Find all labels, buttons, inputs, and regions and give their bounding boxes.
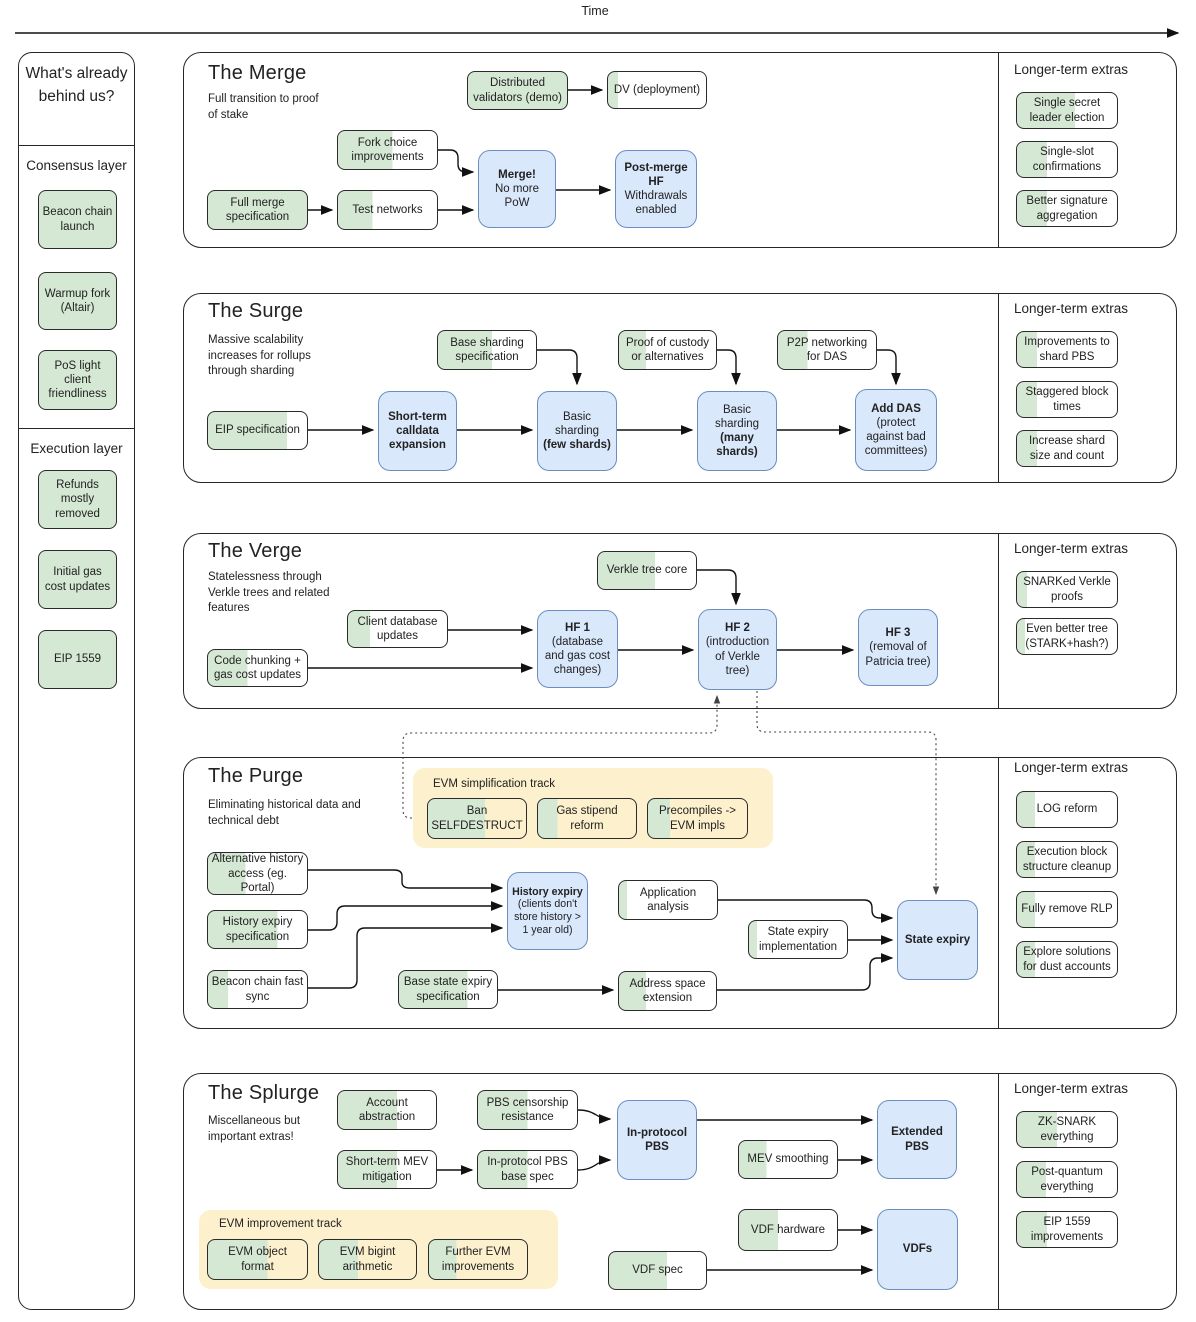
purge-subtitle: Eliminating historical data and technica… — [208, 799, 361, 827]
node-hf1: HF 1(database and gas cost changes) — [537, 610, 618, 688]
node-distributed-validators: Distributed validators (demo) — [467, 71, 568, 110]
extra-eip-1559-improvements: EIP 1559 improvements — [1016, 1211, 1118, 1248]
timeline-label: Time — [581, 4, 609, 18]
node-full-merge-specification: Full merge specification — [207, 190, 308, 230]
extra-better-signature-aggregation: Better signature aggregation — [1016, 190, 1118, 227]
extra-fully-remove-rlp: Fully remove RLP — [1016, 891, 1118, 928]
node-warmup-fork-altair: Warmup fork (Altair) — [38, 272, 117, 330]
extra-improvements-shard-pbs: Improvements to shard PBS — [1016, 331, 1118, 368]
surge-subtitle: Massive scalability increases for rollup… — [208, 334, 311, 378]
node-hf3: HF 3(removal of Patricia tree) — [858, 609, 938, 686]
section-the-merge — [183, 52, 1177, 248]
node-eip-specification: EIP specification — [207, 411, 308, 450]
node-further-evm-improvements: Further EVM improvements — [428, 1239, 528, 1280]
extra-even-better-tree: Even better tree (STARK+hash?) — [1016, 618, 1118, 655]
sidebar-behind-us — [18, 52, 135, 1310]
node-base-state-expiry-spec: Base state expiry specification — [398, 970, 498, 1009]
merge-subtitle: Full transition to proof of stake — [208, 93, 319, 121]
node-add-das: Add DAS(protect against bad committees) — [855, 389, 937, 471]
node-hf2: HF 2(introduction of Verkle tree) — [698, 609, 777, 690]
extra-increase-shard-size: Increase shard size and count — [1016, 430, 1118, 467]
extra-staggered-block-times: Staggered block times — [1016, 381, 1118, 418]
node-mev-smoothing: MEV smoothing — [738, 1140, 838, 1179]
node-merge-milestone: Merge!No more PoW — [478, 150, 556, 228]
node-address-space-extension: Address space extension — [618, 971, 717, 1011]
node-code-chunking: Code chunking + gas cost updates — [207, 649, 308, 687]
purge-title: The Purge — [208, 765, 304, 787]
node-fork-choice-improvements: Fork choice improvements — [337, 130, 438, 170]
node-short-term-calldata-expansion: Short-term calldata expansion — [378, 391, 457, 471]
splurge-subtitle: Miscellaneous but important extras! — [208, 1115, 301, 1143]
node-refunds-removed: Refunds mostly removed — [38, 470, 117, 529]
extra-snarked-verkle-proofs: SNARKed Verkle proofs — [1016, 571, 1118, 608]
node-account-abstraction: Account abstraction — [337, 1090, 437, 1130]
evm-simplification-track-label: EVM simplification track — [433, 778, 556, 790]
surge-title: The Surge — [208, 300, 304, 322]
node-pos-light-client: PoS light client friendliness — [38, 350, 117, 410]
node-history-expiry: History expiry(clients don't store histo… — [507, 872, 588, 950]
node-beacon-chain-launch: Beacon chain launch — [38, 190, 117, 249]
consensus-layer-heading: Consensus layer — [26, 158, 127, 173]
extra-zk-snark-everything: ZK-SNARK everything — [1016, 1111, 1118, 1148]
node-short-term-mev-mitigation: Short-term MEV mitigation — [337, 1150, 437, 1189]
surge-extras-title: Longer-term extras — [1014, 301, 1129, 316]
merge-extras-divider — [998, 53, 999, 247]
section-the-surge — [183, 293, 1177, 483]
splurge-extras-title: Longer-term extras — [1014, 1081, 1129, 1096]
node-vdf-spec: VDF spec — [608, 1251, 707, 1290]
node-base-sharding-specification: Base sharding specification — [437, 330, 537, 370]
node-alternative-history-access: Alternative history access (eg. Portal) — [207, 852, 308, 895]
node-beacon-chain-fast-sync: Beacon chain fast sync — [207, 970, 308, 1009]
node-basic-sharding-few: Basic sharding(few shards) — [537, 391, 617, 471]
node-history-expiry-specification: History expiry specification — [207, 910, 308, 949]
splurge-title: The Splurge — [208, 1082, 320, 1104]
node-in-protocol-pbs-base-spec: In-protocol PBS base spec — [477, 1150, 578, 1189]
purge-extras-title: Longer-term extras — [1014, 760, 1129, 775]
node-precompiles-evm-impls: Precompiles -> EVM impls — [647, 798, 748, 839]
node-evm-object-format: EVM object format — [207, 1239, 308, 1280]
extra-execution-block-cleanup: Execution block structure cleanup — [1016, 841, 1118, 878]
node-vdf-hardware: VDF hardware — [738, 1209, 838, 1251]
node-application-analysis: Application analysis — [618, 880, 718, 920]
sidebar-divider-2 — [18, 428, 135, 429]
extra-log-reform: LOG reform — [1016, 791, 1118, 828]
node-extended-pbs: Extended PBS — [877, 1100, 957, 1179]
extra-single-slot-confirmations: Single-slot confirmations — [1016, 141, 1118, 178]
verge-subtitle: Statelessness through Verkle trees and r… — [208, 571, 330, 615]
node-p2p-networking-das: P2P networking for DAS — [777, 330, 877, 370]
node-dv-deployment: DV (deployment) — [607, 71, 707, 109]
verge-extras-title: Longer-term extras — [1014, 541, 1129, 556]
merge-title: The Merge — [208, 62, 307, 84]
sidebar-divider-1 — [18, 145, 135, 146]
execution-layer-heading: Execution layer — [30, 441, 123, 456]
node-ban-selfdestruct: Ban SELFDESTRUCT — [427, 798, 527, 839]
surge-extras-divider — [998, 294, 999, 482]
node-gas-stipend-reform: Gas stipend reform — [537, 798, 637, 839]
node-proof-of-custody: Proof of custody or alternatives — [618, 330, 717, 370]
section-the-splurge — [183, 1073, 1177, 1310]
node-client-database-updates: Client database updates — [347, 610, 448, 648]
extra-post-quantum-everything: Post-quantum everything — [1016, 1161, 1118, 1198]
node-verkle-tree-core: Verkle tree core — [597, 551, 697, 590]
extra-single-secret-leader-election: Single secret leader election — [1016, 92, 1118, 129]
node-initial-gas-cost: Initial gas cost updates — [38, 550, 117, 609]
purge-extras-divider — [998, 758, 999, 1028]
node-state-expiry: State expiry — [897, 900, 978, 980]
node-evm-bigint-arithmetic: EVM bigint arithmetic — [318, 1239, 417, 1280]
node-eip-1559: EIP 1559 — [38, 630, 117, 689]
verge-title: The Verge — [208, 540, 303, 562]
merge-extras-title: Longer-term extras — [1014, 62, 1129, 77]
splurge-extras-divider — [998, 1074, 999, 1309]
extra-explore-dust-accounts: Explore solutions for dust accounts — [1016, 941, 1118, 978]
node-test-networks: Test networks — [337, 190, 438, 230]
node-in-protocol-pbs: In-protocol PBS — [617, 1100, 697, 1180]
verge-extras-divider — [998, 534, 999, 708]
sidebar-title: What's already behind us? — [25, 65, 128, 106]
node-basic-sharding-many: Basic sharding(many shards) — [697, 391, 777, 471]
node-state-expiry-implementation: State expiry implementation — [748, 920, 848, 959]
evm-improvement-track-label: EVM improvement track — [219, 1218, 342, 1230]
node-pbs-censorship-resistance: PBS censorship resistance — [477, 1090, 578, 1130]
node-vdfs: VDFs — [877, 1209, 958, 1290]
